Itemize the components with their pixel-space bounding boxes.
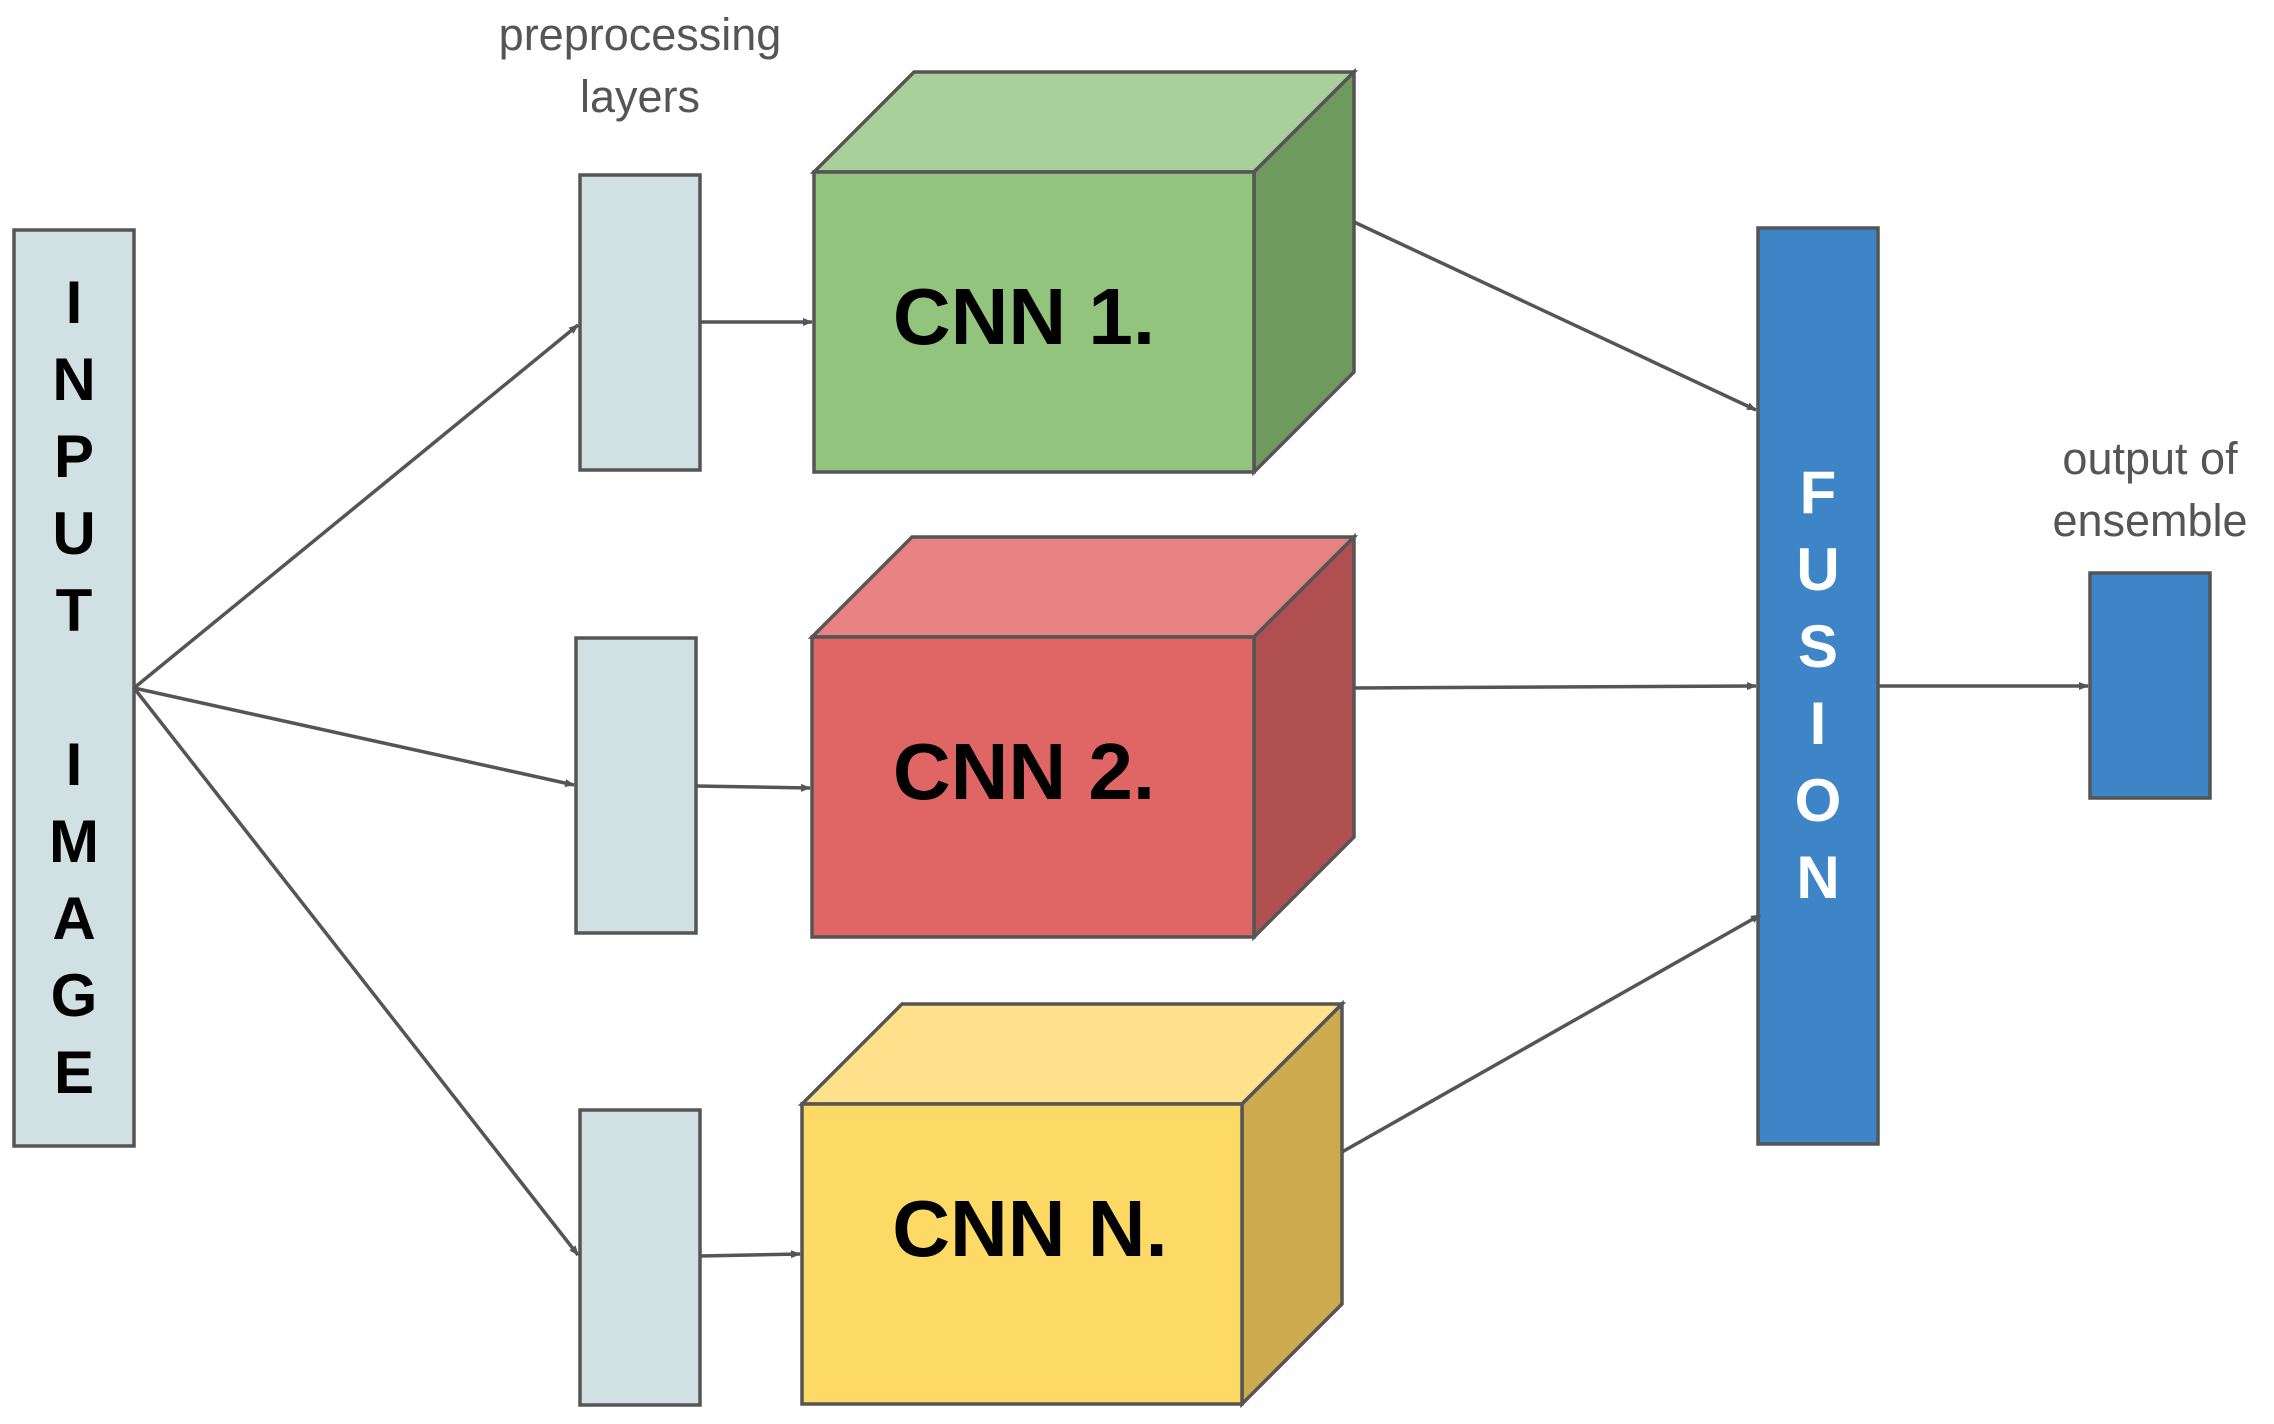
preprocessing-layer-1 [578, 173, 702, 472]
cnn-block-2: CNN 2. [807, 532, 1359, 942]
preprocessing-layer-n [578, 1108, 702, 1407]
input-letter: U [52, 500, 95, 567]
fusion-letter: N [1796, 844, 1839, 911]
preprocessing-caption-line1: preprocessing [499, 9, 782, 60]
arrow-cnn-1-to-fusion [1353, 220, 1757, 412]
input-letter: P [54, 423, 94, 490]
cnn-2-label: CNN 2. [893, 727, 1155, 816]
cnn-n-label: CNN N. [892, 1184, 1168, 1273]
cnn-n-front-face [800, 1102, 1244, 1406]
cnn-1-front-face [812, 170, 1256, 474]
arrow-input-to-pre-2 [133, 686, 575, 787]
arrow-cnn-2-to-fusion [1353, 682, 1757, 691]
image-letter: A [52, 885, 95, 952]
cnn-block-n: CNN N. [797, 999, 1347, 1409]
arrow-pre-2-to-cnn-2 [695, 783, 811, 792]
fusion-letter: I [1810, 690, 1827, 757]
output-caption-line1: output of [2062, 433, 2238, 484]
arrow-pre-n-to-cnn-n [699, 1250, 801, 1259]
cnn-1-label: CNN 1. [893, 272, 1155, 361]
output-block [2088, 571, 2212, 800]
input-letter: I [66, 269, 83, 336]
fusion-letter: S [1798, 613, 1838, 680]
image-letter: M [49, 808, 99, 875]
fusion-letter: F [1800, 459, 1837, 526]
fusion-letter: O [1795, 767, 1842, 834]
input-letter: N [52, 346, 95, 413]
output-caption-line2: ensemble [2052, 495, 2247, 546]
image-letter: G [51, 962, 98, 1029]
arrow-input-to-pre-n [132, 686, 580, 1257]
image-letter: I [66, 731, 83, 798]
preprocessing-layer-2 [574, 636, 698, 935]
fusion-letter: U [1796, 536, 1839, 603]
cnn-block-1: CNN 1. [809, 67, 1359, 477]
arrow-cnn-n-to-fusion [1341, 913, 1761, 1154]
cnn-2-front-face [810, 635, 1256, 939]
preprocessing-caption-line2: layers [580, 71, 700, 122]
input-letter: T [56, 577, 93, 644]
arrow-input-to-pre-1 [132, 323, 580, 690]
image-letter: E [54, 1039, 94, 1106]
input-image-block [12, 228, 136, 1148]
fusion-block [1756, 226, 1880, 1146]
